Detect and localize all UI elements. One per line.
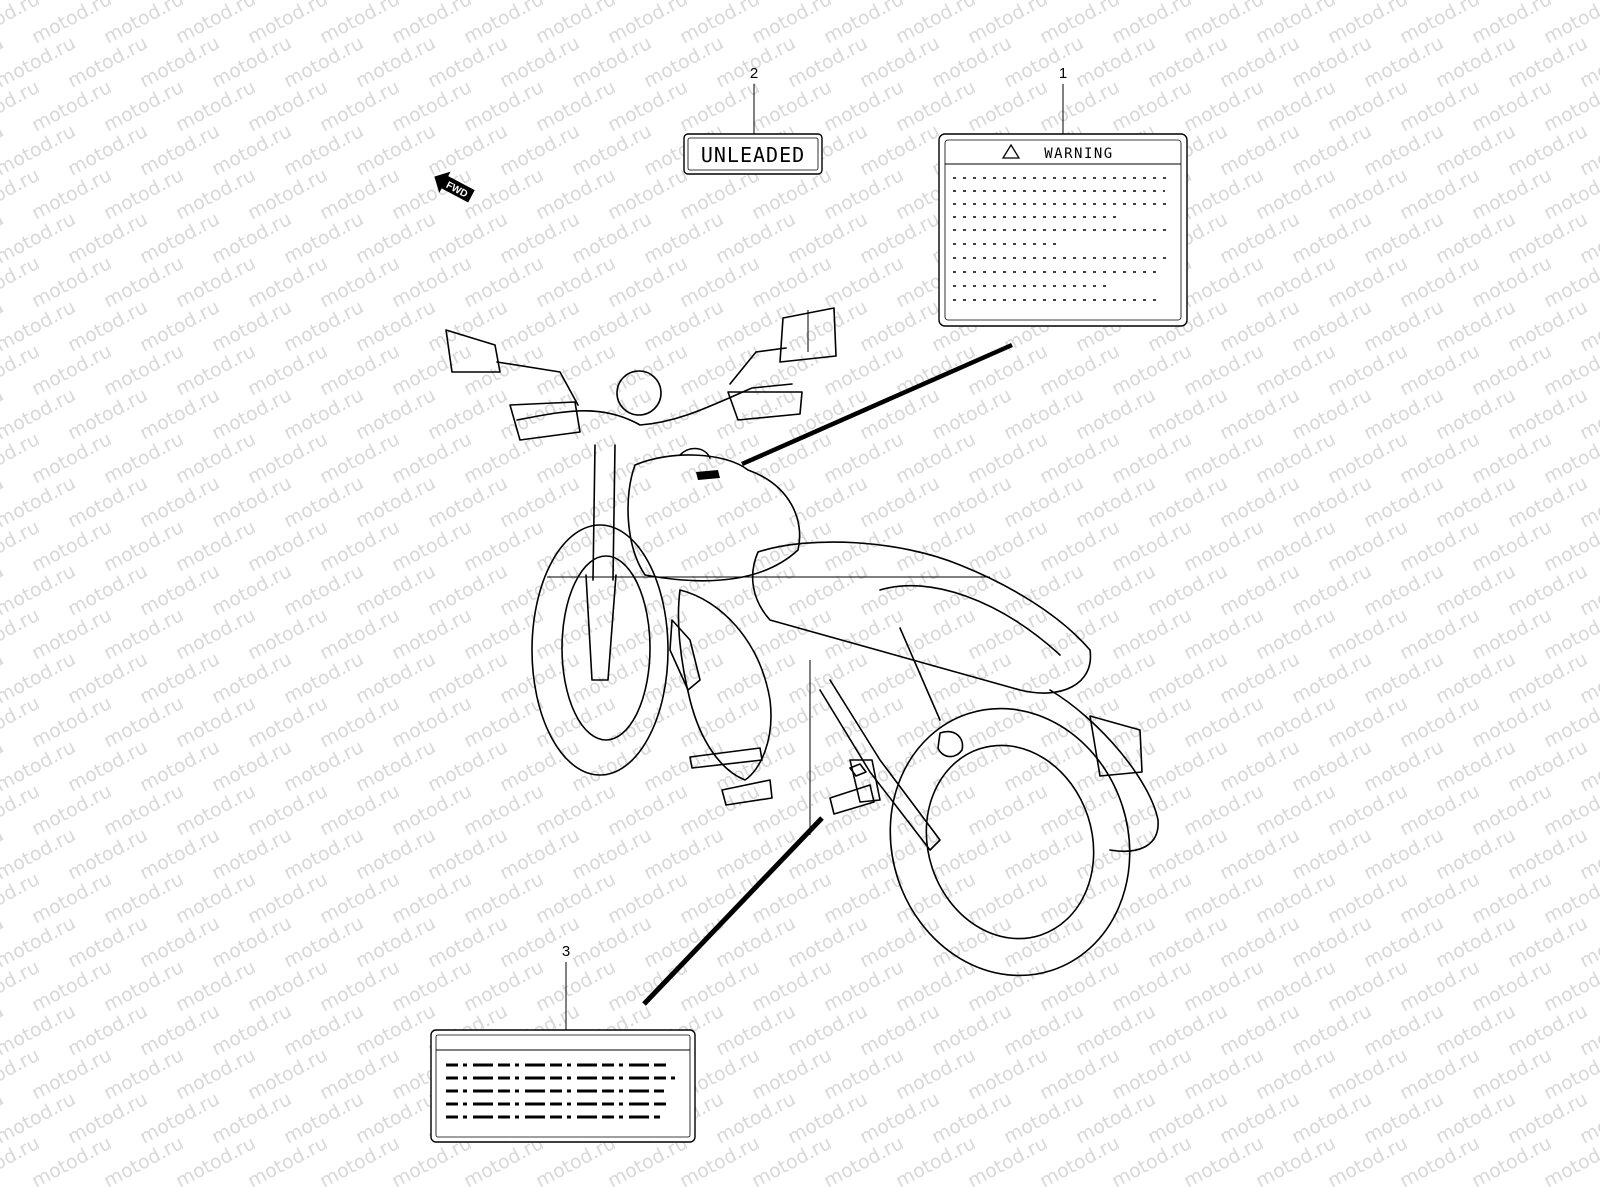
callout-1: 1 bbox=[1059, 65, 1067, 134]
leader-line-warning bbox=[741, 342, 1013, 467]
warning-label[interactable]: WARNING bbox=[938, 133, 1188, 327]
callout-3: 3 bbox=[562, 943, 570, 1030]
info-label[interactable] bbox=[430, 1029, 696, 1143]
leader-line-info bbox=[642, 816, 824, 1006]
callout-2: 2 bbox=[750, 65, 758, 134]
warning-triangle-icon bbox=[1001, 143, 1021, 159]
warning-label-fine-print bbox=[953, 177, 1172, 301]
unleaded-label[interactable]: UNLEADED bbox=[683, 133, 823, 175]
forward-arrow-icon bbox=[434, 171, 475, 203]
watermark-text: motod.ru bbox=[1576, 0, 1600, 4]
callout-number-2: 2 bbox=[750, 65, 758, 82]
callout-number-3: 3 bbox=[562, 943, 570, 960]
warning-heading: WARNING bbox=[1044, 146, 1114, 162]
motorcycle-drawing bbox=[445, 307, 1159, 977]
info-label-fine-print bbox=[446, 1063, 675, 1119]
callout-number-1: 1 bbox=[1059, 65, 1067, 82]
unleaded-label-text: UNLEADED bbox=[701, 143, 805, 167]
